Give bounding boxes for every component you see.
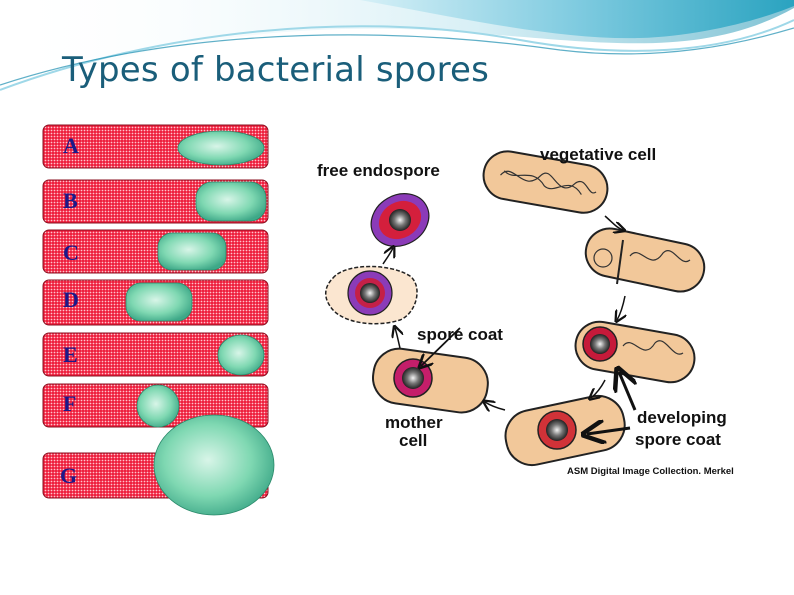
slide-title: Types of bacterial spores [62,50,490,90]
label-developing: developing [637,408,727,427]
spore-label-b: B [63,188,78,213]
label-vegetative-cell: vegetative cell [540,145,656,164]
spore-row-e: E [42,332,269,377]
spore-label-g: G [60,463,77,488]
spore-row-a: A [42,124,269,169]
label-cell: cell [399,431,427,450]
image-credit: ASM Digital Image Collection. Merkel [567,466,734,477]
label-spore-coat: spore coat [417,325,503,344]
cycle-arrows [382,215,635,434]
spore-row-d: D [42,279,269,326]
sporulation-cycle-figure: free endospore vegetative cell spore coa… [305,128,755,488]
free-endospore [370,193,430,247]
developing-coat-cell [504,394,626,467]
septum-stage-cell [584,227,706,293]
label-spore-coat-developing: spore coat [635,430,721,449]
header-swoosh [0,0,794,95]
spore-label-a: A [63,133,79,158]
spore-row-c: C [42,229,269,274]
spore-label-c: C [63,240,79,265]
vegetative-cell [482,150,609,214]
spore-types-figure: A B C D E F G [42,124,275,516]
label-mother: mother [385,413,443,432]
spore-label-f: F [63,391,76,416]
spore-label-e: E [63,342,78,367]
label-free-endospore: free endospore [317,161,440,180]
spore-row-g: G [42,414,275,516]
lysing-cell [325,265,418,325]
spore-label-d: D [63,287,79,312]
spore-row-b: B [42,179,269,224]
